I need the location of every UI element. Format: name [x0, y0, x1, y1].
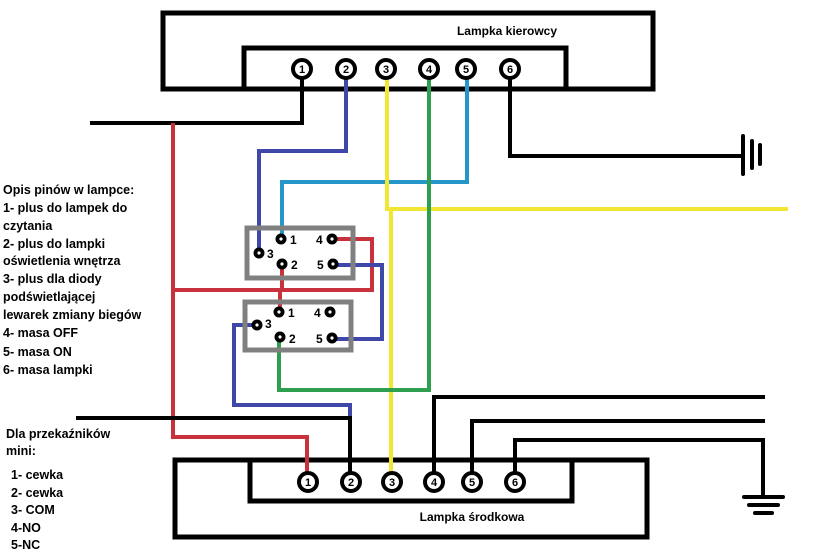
top-lamp-pin-4-label: 4	[426, 64, 433, 76]
pin-description-line: 1- plus do lampek do	[3, 201, 128, 215]
relay-2-pin-1-label: 1	[288, 306, 295, 320]
wires	[76, 69, 788, 497]
bottom-lamp-outer-box	[172, 457, 650, 540]
bottom-lamp-pin-4: 4	[423, 471, 445, 493]
wire-green-top-pin4-to-relay2-pin2	[277, 69, 431, 392]
relay-2-pin-4: 4	[314, 306, 336, 320]
pin-description-line: lewarek zmiany biegów	[3, 308, 142, 322]
relay-1-pin-5-label: 5	[317, 258, 324, 272]
wire-blue-relay2-pin3	[232, 323, 352, 418]
bottom-lamp-pins: 1 2 3 4 5 6	[297, 471, 526, 493]
relay-2-box	[242, 299, 354, 353]
relay-description-item: 1- cewka	[11, 468, 64, 482]
wire-bottom-pin4-black	[432, 395, 765, 482]
pin-description-line: podświetlającej	[3, 290, 95, 304]
relay-1-pin-2: 2	[276, 258, 298, 272]
pin-description-line: czytania	[3, 219, 53, 233]
relay-1-box	[244, 225, 356, 281]
pin-description-line: 2- plus do lampki	[3, 237, 105, 251]
bottom-lamp-pin-1-label: 1	[305, 477, 311, 489]
relay-description-title: mini:	[6, 444, 36, 458]
relay-1-pin-1: 1	[275, 233, 297, 247]
pin-description-line: 3- plus dla diody	[3, 272, 102, 286]
wire-red-to-bottom-pin1	[171, 123, 309, 482]
wire-top-pin6-ground	[508, 69, 743, 158]
relay-2-pin-3-label: 3	[265, 317, 272, 331]
top-lamp-connector-box	[241, 45, 569, 89]
bottom-lamp-pin-3-label: 3	[389, 477, 395, 489]
ground-icon-top	[741, 134, 762, 176]
pin-description-line: 5- masa ON	[3, 345, 72, 359]
wire-blue-top-pin2-to-relay1-pin3	[257, 69, 348, 253]
relay-1-pin-2-label: 2	[291, 258, 298, 272]
wire-bottom-pin6-ground	[513, 438, 765, 497]
pin-description-line: oświetlenia wnętrza	[3, 254, 121, 268]
relay-1-pin-5: 5	[317, 258, 339, 272]
relay-2-pin-5-label: 5	[316, 332, 323, 346]
wire-black-to-bottom-pin2	[76, 416, 352, 482]
top-lamp-pin-5-label: 5	[463, 64, 469, 76]
relay-description-title: Dla przekaźników	[6, 427, 110, 441]
top-lamp-pin-1: 1	[291, 58, 313, 80]
top-lamp-label: Lampka kierowcy	[457, 24, 557, 38]
top-lamp-pin-4: 4	[418, 58, 440, 80]
top-lamp-pin-1-label: 1	[299, 64, 305, 76]
wire-lightblue-top-pin5-to-relay1-pin1	[280, 69, 469, 239]
top-lamp-pin-6-label: 6	[507, 64, 513, 76]
wire-blue-relay1-pin5-to-relay2-pin5	[332, 263, 384, 341]
relay-2: 1 2 3 4 5	[242, 299, 354, 353]
relay-2-pin-5: 5	[316, 332, 338, 346]
relay-1-pin-1-label: 1	[290, 233, 297, 247]
bottom-lamp-pin-3: 3	[381, 471, 403, 493]
wire-red-relay1-pin2-to-relay2-pin1	[278, 264, 284, 312]
relay-description-item: 4-NO	[11, 521, 41, 535]
relay-description-item: 3- COM	[11, 503, 55, 517]
relay-2-pin-2: 2	[274, 331, 296, 346]
relay-1: 1 2 3 4 5	[244, 225, 356, 281]
wire-bottom-pin5-black	[470, 419, 765, 482]
bottom-lamp-pin-5: 5	[461, 471, 483, 493]
top-lamp-outer-box	[160, 10, 656, 92]
ground-icon-bottom	[742, 495, 785, 515]
pin-description-line: 4- masa OFF	[3, 326, 78, 340]
bottom-lamp-pin-1: 1	[297, 471, 319, 493]
bottom-lamp-label: Lampka środkowa	[420, 510, 525, 524]
top-lamp-pin-2-label: 2	[343, 64, 349, 76]
bottom-lamp-pin-2-label: 2	[348, 477, 354, 489]
relay-2-pin-1: 1	[273, 306, 295, 320]
bottom-lamp-pin-6: 6	[504, 471, 526, 493]
top-lamp-pin-3-label: 3	[383, 64, 389, 76]
relay-1-pin-3: 3	[253, 247, 274, 261]
relay-2-pin-2-label: 2	[289, 332, 296, 346]
wire-yellow-top-pin3-out	[385, 69, 788, 211]
relay-1-pin-4-label: 4	[316, 233, 323, 247]
bottom-lamp-pin-5-label: 5	[469, 477, 475, 489]
bottom-lamp: Lampka środkowa	[172, 457, 650, 540]
relay-1-pin-4: 4	[316, 233, 338, 247]
pin-description: Opis pinów w lampce: 1- plus do lampek d…	[3, 183, 142, 377]
relay-description: Dla przekaźników mini: 1- cewka 2- cewka…	[6, 427, 110, 552]
top-lamp-pin-2: 2	[335, 58, 357, 80]
wire-top-pin1-black	[90, 69, 304, 125]
top-lamp: Lampka kierowcy	[160, 10, 656, 92]
pin-description-line: 6- masa lampki	[3, 363, 93, 377]
top-lamp-pin-6: 6	[499, 58, 521, 80]
bottom-lamp-connector-box	[247, 460, 575, 504]
top-lamp-pin-3: 3	[375, 58, 397, 80]
relay-2-pin-3: 3	[251, 317, 272, 331]
pin-description-title: Opis pinów w lampce:	[3, 183, 134, 197]
relay-description-item: 5-NC	[11, 538, 40, 552]
relay-description-item: 2- cewka	[11, 486, 64, 500]
relay-1-pin-3-label: 3	[267, 247, 274, 261]
bottom-lamp-pin-6-label: 6	[512, 477, 518, 489]
bottom-lamp-pin-2: 2	[340, 471, 362, 493]
relay-2-pin-4-label: 4	[314, 306, 321, 320]
bottom-lamp-pin-4-label: 4	[431, 477, 438, 489]
top-lamp-pin-5: 5	[455, 58, 477, 80]
top-lamp-pins: 1 2 3 4 5 6	[291, 58, 521, 80]
